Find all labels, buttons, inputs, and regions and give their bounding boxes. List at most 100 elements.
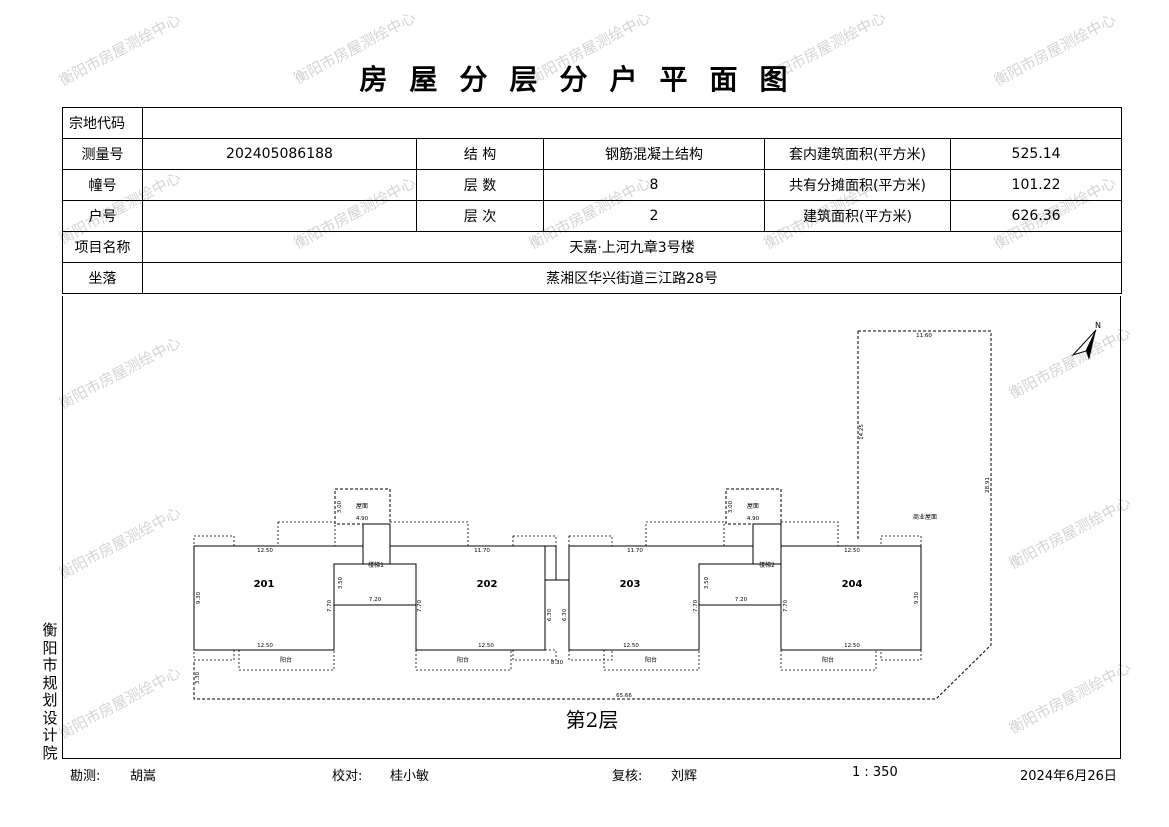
- dimension-label: 11.60: [916, 333, 932, 339]
- dimension-label: 7.70: [327, 599, 333, 612]
- balcony-strip: [193, 535, 235, 547]
- svg-text:N: N: [1095, 321, 1101, 330]
- terrace-label: 阳台: [822, 656, 834, 664]
- dimension-label: 7.70: [417, 599, 423, 612]
- balcony-strip: [415, 649, 512, 671]
- survey-no-label: 测量号: [62, 138, 143, 170]
- zongdi-label: 宗地代码: [62, 107, 143, 139]
- unit-203-outline: [568, 545, 754, 651]
- terrace-label: 阳台: [280, 656, 292, 664]
- total-area-value: 626.36: [949, 200, 1123, 232]
- dimension-label: 9.30: [196, 591, 202, 604]
- floor-plan-drawing: N: [193, 321, 1101, 732]
- building-label: 幢号: [62, 169, 143, 201]
- unit-204-outline: [780, 545, 922, 651]
- checker-label: 校对:: [332, 769, 363, 784]
- stair-label: 楼梯1: [368, 561, 384, 569]
- unit-201-outline: [193, 545, 364, 651]
- balcony-strip: [880, 649, 922, 661]
- dimension-label: 12.50: [844, 548, 860, 554]
- floors-value: 8: [543, 169, 765, 201]
- stair-core: [362, 523, 391, 565]
- balcony-strip: [277, 521, 336, 547]
- dimension-label: 12.50: [257, 548, 273, 554]
- dimension-label: 12.50: [478, 643, 494, 649]
- date-text: 2024年6月26日: [1020, 769, 1117, 784]
- structure-value: 钢筋混凝土结构: [543, 138, 765, 170]
- table-row: 坐落 蒸湘区华兴街道三江路28号: [62, 262, 1123, 294]
- surveyor-name: 胡嵩: [130, 769, 157, 784]
- balcony-strip: [603, 649, 700, 671]
- dimension-label: 11.70: [627, 548, 643, 554]
- terrace-label: 阳台: [645, 656, 657, 664]
- dimension-label: 6.30: [562, 608, 568, 621]
- balcony-strip: [568, 649, 613, 661]
- dimension-label: 6.30: [547, 608, 553, 621]
- unit-label: 203: [620, 579, 641, 590]
- zongdi-value: [141, 107, 1123, 139]
- dimension-label: 4.90: [356, 516, 369, 522]
- dimension-label: 3.00: [728, 500, 734, 513]
- balcony-strip: [238, 649, 335, 671]
- dimension-label: 11.70: [474, 548, 490, 554]
- building-value: [142, 169, 417, 201]
- dimension-label: 3.50: [704, 576, 710, 589]
- dimension-label: 8.30: [551, 660, 564, 666]
- table-row: 测量号 202405086188 结 构 钢筋混凝土结构 套内建筑面积(平方米)…: [62, 138, 1123, 170]
- checker-name: 桂小敏: [390, 769, 430, 784]
- balcony-strip: [389, 521, 469, 547]
- surveyor-label: 勘测:: [70, 769, 101, 784]
- unit-label: 201: [254, 579, 275, 590]
- dimension-label: 4.90: [747, 516, 760, 522]
- dimension-label: 3.30: [195, 671, 201, 684]
- table-row: 幢号 层 数 8 共有分摊面积(平方米) 101.22: [62, 169, 1123, 201]
- light-well: [544, 546, 570, 581]
- balcony-strip: [880, 535, 922, 547]
- balcony-strip: [780, 521, 839, 547]
- dimension-label: 12.50: [844, 643, 860, 649]
- dimension-label: 3.50: [338, 576, 344, 589]
- dimension-label: 7.70: [783, 599, 789, 612]
- floors-label: 层 数: [416, 169, 544, 201]
- stair-label: 楼梯2: [759, 561, 775, 569]
- dimension-label: 28.91: [985, 477, 991, 493]
- table-row: 户号 层 次 2 建筑面积(平方米) 626.36: [62, 200, 1123, 232]
- survey-no-value: 202405086188: [142, 138, 417, 170]
- balcony-strip: [512, 535, 557, 547]
- dimension-label: 12.50: [257, 643, 273, 649]
- level-label: 层 次: [416, 200, 544, 232]
- unit-label: 204: [842, 579, 863, 590]
- unit-label: 202: [477, 579, 498, 590]
- north-arrow-icon: N: [1071, 321, 1101, 360]
- balcony-strip: [780, 649, 877, 671]
- reviewer-label: 复核:: [612, 769, 643, 784]
- location-label: 坐落: [62, 262, 143, 294]
- roof-label: 屋面: [747, 503, 759, 510]
- page-title: 房屋分层分户平面图: [359, 63, 810, 96]
- balcony-strip: [568, 535, 613, 547]
- project-label: 项目名称: [62, 231, 143, 263]
- inner-area-value: 525.14: [949, 138, 1123, 170]
- level-value: 2: [543, 200, 765, 232]
- shared-area-label: 共有分摊面积(平方米): [764, 169, 951, 201]
- dimension-label: 7.20: [735, 597, 748, 603]
- dimension-label: 9.30: [914, 591, 920, 604]
- unit-value: [142, 200, 417, 232]
- structure-label: 结 构: [416, 138, 544, 170]
- project-value: 天嘉·上河九章3号楼: [141, 231, 1123, 263]
- org-name-vertical: 衡阳市规划设计院: [42, 621, 58, 762]
- dimension-label: 7.70: [693, 599, 699, 612]
- dimension-label: 65.66: [616, 693, 632, 699]
- unit-202-outline: [389, 545, 557, 651]
- commercial-roof-outline: [193, 330, 992, 700]
- scale-text: 1 : 350: [852, 765, 898, 780]
- dimension-label: 12.50: [623, 643, 639, 649]
- reviewer-name: 刘辉: [671, 769, 698, 784]
- dimension-label: 7.20: [369, 597, 382, 603]
- inner-area-label: 套内建筑面积(平方米): [764, 138, 951, 170]
- floor-label: 第2层: [566, 708, 619, 732]
- table-row: 项目名称 天嘉·上河九章3号楼: [62, 231, 1123, 263]
- table-row: 宗地代码: [62, 107, 1123, 139]
- balcony-strip: [645, 521, 725, 547]
- floor-plan-frame: N: [62, 296, 1121, 759]
